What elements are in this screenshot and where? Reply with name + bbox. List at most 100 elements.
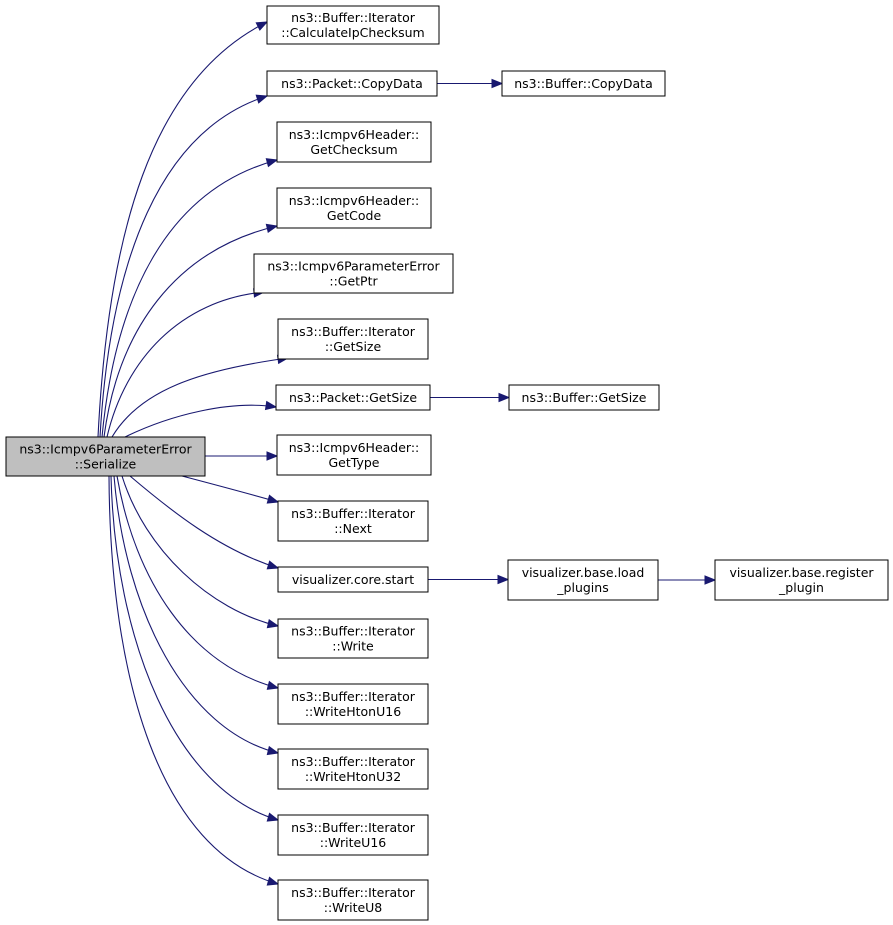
node-pktgetsize-label-0: ns3::Packet::GetSize xyxy=(289,390,417,405)
edge-root-to-getchecksum-arrowhead xyxy=(265,158,279,168)
node-vstart-box xyxy=(277,566,429,593)
edge-root-to-wu8-line xyxy=(108,475,279,885)
edge-root-to-next-arrowhead xyxy=(266,494,280,504)
edge-pktgetsize-to-bufgetsize xyxy=(430,392,511,403)
node-vreg-box xyxy=(714,559,889,601)
node-vload-box xyxy=(507,559,659,601)
node-write-box xyxy=(277,618,429,659)
node-pktcopy[interactable]: ns3::Packet::CopyData xyxy=(266,70,438,97)
edge-root-to-pktgetsize-arrowhead xyxy=(264,400,278,411)
node-vreg-label-0: visualizer.base.register xyxy=(729,565,874,580)
edge-vload-to-vreg xyxy=(658,575,717,585)
edge-root-to-calcip-line xyxy=(97,21,268,438)
edge-root-to-pktcopy-line xyxy=(99,95,268,438)
edge-root-to-getcode xyxy=(103,223,279,438)
node-getchecksum-box xyxy=(276,121,432,163)
node-bufcopy-label-0: ns3::Buffer::CopyData xyxy=(514,76,653,91)
edge-root-to-vstart-arrowhead xyxy=(266,560,280,570)
node-whu16[interactable]: ns3::Buffer::Iterator::WriteHtonU16 xyxy=(277,683,429,725)
edge-root-to-next-line xyxy=(181,475,279,503)
node-bufgetsize-label-0: ns3::Buffer::GetSize xyxy=(522,390,647,405)
node-itgetsize-label-1: ::GetSize xyxy=(325,339,382,354)
node-bufcopy-box xyxy=(501,70,666,97)
edge-vload-to-vreg-arrowhead xyxy=(704,575,717,585)
node-next-label-1: ::Next xyxy=(334,521,372,536)
node-itgetsize[interactable]: ns3::Buffer::Iterator::GetSize xyxy=(277,318,429,360)
node-wu16[interactable]: ns3::Buffer::Iterator::WriteU16 xyxy=(277,814,429,856)
node-wu16-box xyxy=(277,814,429,856)
node-vreg[interactable]: visualizer.base.register_plugin xyxy=(714,559,889,601)
node-calcip-label-0: ns3::Buffer::Iterator xyxy=(291,10,416,25)
edge-root-to-wu8 xyxy=(108,475,280,886)
edge-root-to-getcode-arrowhead xyxy=(265,223,279,234)
node-vstart-label-0: visualizer.core.start xyxy=(292,572,414,587)
node-bufcopy[interactable]: ns3::Buffer::CopyData xyxy=(501,70,666,97)
edge-root-to-itgetsize xyxy=(111,354,290,438)
node-gettype-label-0: ns3::Icmpv6Header:: xyxy=(289,440,420,455)
node-pktgetsize-box xyxy=(275,384,431,411)
node-whu16-label-0: ns3::Buffer::Iterator xyxy=(291,689,416,704)
node-wu8[interactable]: ns3::Buffer::Iterator::WriteU8 xyxy=(277,879,429,921)
node-whu32-box xyxy=(277,748,429,790)
node-itgetsize-box xyxy=(277,318,429,360)
node-bufgetsize-box xyxy=(508,384,660,411)
node-getptr[interactable]: ns3::Icmpv6ParameterError::GetPtr xyxy=(253,253,454,294)
node-getcode-label-1: GetCode xyxy=(327,208,382,223)
edge-vstart-to-vload xyxy=(428,574,510,585)
node-wu16-label-1: ::WriteU16 xyxy=(320,835,387,850)
node-vload-label-0: visualizer.base.load xyxy=(522,565,645,580)
node-vload[interactable]: visualizer.base.load_plugins xyxy=(507,559,659,601)
node-getcode-box xyxy=(276,187,432,229)
edge-root-to-getchecksum-line xyxy=(101,159,278,438)
edge-root-to-write-line xyxy=(121,475,279,627)
node-vreg-label-1: _plugin xyxy=(778,580,824,595)
node-getchecksum[interactable]: ns3::Icmpv6Header::GetChecksum xyxy=(276,121,432,163)
node-whu32-label-1: ::WriteHtonU32 xyxy=(305,769,401,784)
edge-root-to-getcode-line xyxy=(103,225,278,438)
edge-root-to-whu32-line xyxy=(113,475,279,754)
edge-pktcopy-to-bufcopy-arrowhead xyxy=(491,78,504,89)
edge-root-to-wu16-arrowhead xyxy=(266,812,280,822)
edge-root-to-write-arrowhead xyxy=(266,618,280,629)
node-write[interactable]: ns3::Buffer::Iterator::Write xyxy=(277,618,429,659)
edge-vstart-to-vload-arrowhead xyxy=(497,574,510,585)
node-root-box xyxy=(5,436,206,477)
node-next[interactable]: ns3::Buffer::Iterator::Next xyxy=(277,500,429,542)
edge-root-to-next xyxy=(181,475,280,504)
nodes-layer: ns3::Icmpv6ParameterError::Serializens3:… xyxy=(5,5,889,921)
node-vload-label-1: _plugins xyxy=(556,580,608,595)
node-whu32-label-0: ns3::Buffer::Iterator xyxy=(291,754,416,769)
edge-root-to-calcip-arrowhead xyxy=(255,21,269,31)
edge-root-to-pktcopy-arrowhead xyxy=(255,94,269,104)
edge-root-to-wu16-line xyxy=(110,475,279,821)
node-gettype-box xyxy=(276,434,432,476)
edge-pktgetsize-to-bufgetsize-arrowhead xyxy=(498,392,511,403)
node-getptr-box xyxy=(253,253,454,294)
edge-root-to-pktcopy xyxy=(99,94,269,438)
node-wu8-label-1: ::WriteU8 xyxy=(324,900,383,915)
node-root[interactable]: ns3::Icmpv6ParameterError::Serialize xyxy=(5,436,206,477)
edge-root-to-pktgetsize xyxy=(124,400,278,438)
node-vstart[interactable]: visualizer.core.start xyxy=(277,566,429,593)
node-bufgetsize[interactable]: ns3::Buffer::GetSize xyxy=(508,384,660,411)
node-getptr-label-0: ns3::Icmpv6ParameterError xyxy=(267,259,440,274)
node-calcip-label-1: ::CalculateIpChecksum xyxy=(281,25,425,40)
node-gettype[interactable]: ns3::Icmpv6Header::GetType xyxy=(276,434,432,476)
node-whu32[interactable]: ns3::Buffer::Iterator::WriteHtonU32 xyxy=(277,748,429,790)
node-wu16-label-0: ns3::Buffer::Iterator xyxy=(291,820,416,835)
edge-root-to-vstart-line xyxy=(129,475,279,569)
edge-root-to-whu32 xyxy=(113,475,280,756)
node-pktcopy-box xyxy=(266,70,438,97)
node-wu8-box xyxy=(277,879,429,921)
node-getcode[interactable]: ns3::Icmpv6Header::GetCode xyxy=(276,187,432,229)
edge-root-to-write xyxy=(121,475,280,629)
edge-root-to-getptr-line xyxy=(106,291,265,438)
node-calcip[interactable]: ns3::Buffer::Iterator::CalculateIpChecks… xyxy=(266,5,440,45)
node-pktgetsize[interactable]: ns3::Packet::GetSize xyxy=(275,384,431,411)
edge-root-to-wu8-arrowhead xyxy=(266,876,280,886)
edge-root-to-gettype-arrowhead xyxy=(266,451,279,461)
edge-root-to-whu32-arrowhead xyxy=(266,745,280,756)
node-root-label-0: ns3::Icmpv6ParameterError xyxy=(19,442,192,457)
node-write-label-1: ::Write xyxy=(332,639,374,654)
